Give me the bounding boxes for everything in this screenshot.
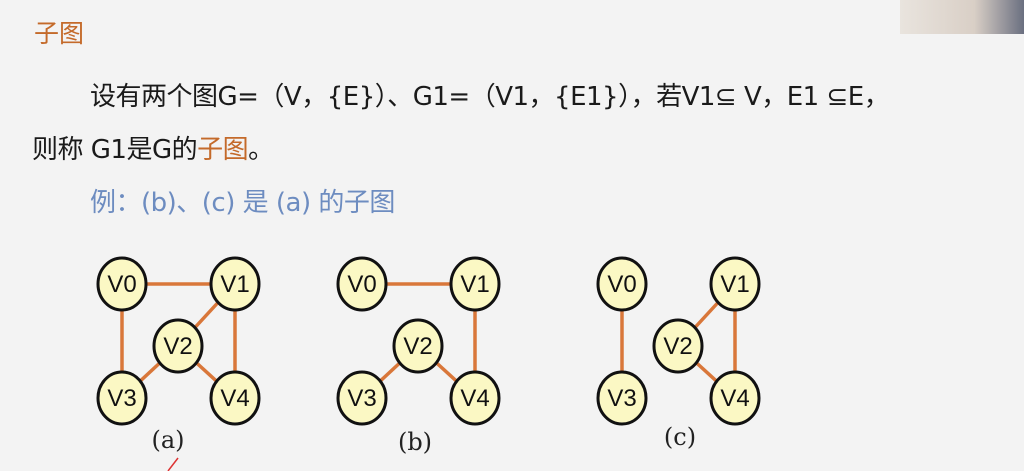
node-V1: V1 [449, 256, 501, 312]
node-label: V1 [720, 271, 749, 298]
definition-line-2-prefix: 则称 G1是G的 [32, 135, 198, 165]
graph-caption: (b) [398, 428, 432, 456]
node-V1: V1 [709, 256, 761, 312]
node-label: V0 [347, 271, 376, 298]
node-V4: V4 [209, 370, 261, 426]
node-V3: V3 [336, 370, 388, 426]
slide-title: 子图 [34, 19, 85, 48]
node-label: V3 [107, 385, 136, 412]
pen-mark [167, 457, 179, 471]
graph-caption: (a) [151, 426, 184, 454]
node-label: V4 [220, 385, 249, 412]
node-label: V1 [460, 271, 489, 298]
node-label: V4 [720, 385, 749, 412]
node-label: V3 [607, 385, 636, 412]
node-V2: V2 [392, 318, 444, 374]
definition-highlight: 子图 [197, 135, 249, 165]
node-label: V0 [607, 271, 636, 298]
node-V0: V0 [596, 256, 648, 312]
definition-line-2-suffix: 。 [248, 135, 274, 165]
node-label: V2 [163, 333, 192, 360]
node-V4: V4 [709, 370, 761, 426]
node-V3: V3 [596, 370, 648, 426]
definition-line-1: 设有两个图G=（V，{E}）、G1=（V1，{E1}），若V1⊆ V，E1 ⊆E… [90, 82, 890, 112]
node-V3: V3 [96, 370, 148, 426]
node-V2: V2 [152, 318, 204, 374]
node-V1: V1 [209, 256, 261, 312]
node-V4: V4 [449, 370, 501, 426]
node-label: V0 [107, 271, 136, 298]
node-label: V2 [663, 333, 692, 360]
example-text: 例：(b)、(c) 是 (a) 的子图 [90, 188, 395, 218]
node-label: V1 [220, 271, 249, 298]
graph-caption: (c) [664, 423, 696, 451]
node-V2: V2 [652, 318, 704, 374]
node-label: V3 [347, 385, 376, 412]
node-V0: V0 [336, 256, 388, 312]
node-V0: V0 [96, 256, 148, 312]
node-label: V2 [403, 333, 432, 360]
webcam-overlay [900, 0, 1024, 34]
node-label: V4 [460, 385, 489, 412]
definition-line-2: 则称 G1是G的子图。 [32, 129, 274, 166]
